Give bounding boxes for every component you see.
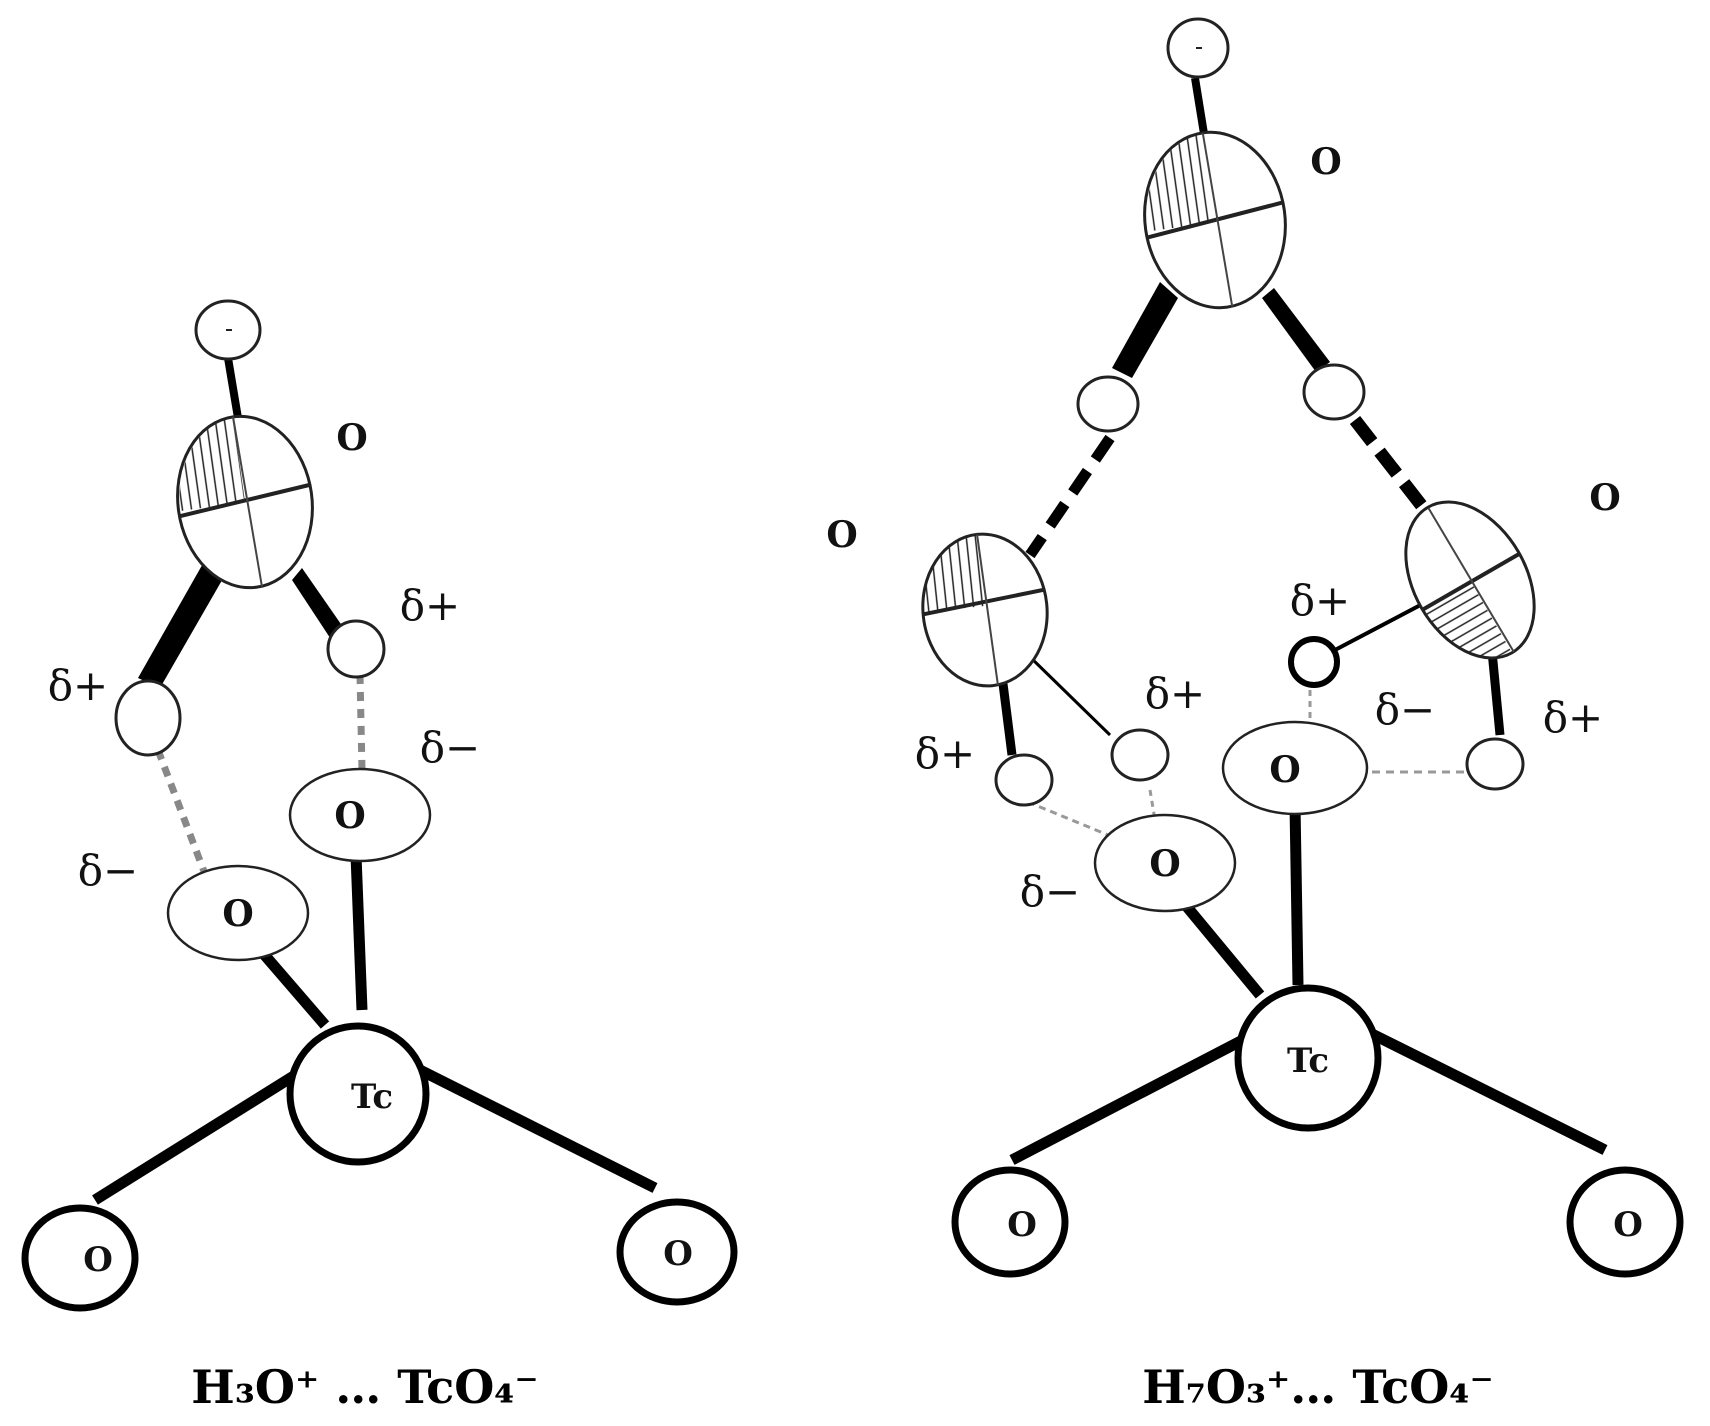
oxygen-atom-r-bottom-right [1566, 1166, 1684, 1278]
oxygen-ellipsoid-left [921, 532, 1049, 688]
label-o-upper-right: O [334, 795, 365, 837]
oxygen-atom-bottom-right [616, 1198, 738, 1306]
bond-tc-o-upper-right [350, 854, 368, 1011]
label-o-bottom-left: O [83, 1240, 113, 1280]
caption-right: H₇O₃⁺… TcO₄⁻ [1142, 1360, 1494, 1414]
bond-tc-o-upper-right-r [1289, 804, 1304, 986]
right-structure: Tc O O O O O O O δ+ δ+ δ+ δ− δ+ δ− H₇O₃⁺… [826, 17, 1684, 1414]
oxygen-atom-bottom-left [21, 1204, 139, 1312]
h-bond-r-upper-right [1349, 416, 1431, 514]
charge-delta-minus-upper-right-o: δ− [420, 723, 480, 772]
oxygen-ellipsoid-right [1404, 500, 1536, 660]
oxygen-ellipsoid-top [1143, 130, 1287, 310]
label-o-r-top: O [1310, 141, 1341, 183]
charge-r-delta-plus-left-1: δ+ [915, 729, 975, 778]
h-bond-left [154, 748, 209, 876]
charge-r-delta-minus-upper-right: δ− [1375, 685, 1435, 734]
label-o-r-right: O [1589, 477, 1620, 519]
bond-left-o-h2 [1026, 653, 1112, 737]
technetium-atom-left [286, 1022, 430, 1166]
bond-top-o-h [1191, 77, 1209, 141]
charge-delta-minus-upper-left-o: δ− [78, 846, 138, 895]
caption-left: H₃O⁺ … TcO₄⁻ [191, 1360, 538, 1414]
charge-r-delta-plus-left-2: δ+ [1145, 669, 1205, 718]
bond-top-o-h-wedge-right [1262, 288, 1330, 372]
label-tc-left: Tc [351, 1077, 393, 1117]
technetium-atom-right [1234, 984, 1382, 1132]
charge-r-delta-minus-upper-left: δ− [1020, 867, 1080, 916]
bond-tc-o-upper-left [257, 948, 330, 1029]
label-o-r-upper-left: O [1149, 843, 1180, 885]
bond-tc-o-upper-left-r [1173, 892, 1265, 999]
bond-top-o-h-wedge-left [1112, 282, 1178, 378]
h-bond-r-1 [1027, 800, 1109, 837]
charge-delta-plus-left-h: δ+ [48, 661, 108, 710]
oxygen-ellipsoid-h3o [176, 414, 314, 590]
label-o-upper-left: O [222, 893, 253, 935]
hydrogen-atom-left [114, 679, 182, 757]
charge-delta-plus-right-h: δ+ [400, 581, 460, 630]
bond-right-o-h1 [1334, 598, 1431, 652]
label-o-h3o: O [336, 417, 367, 459]
h-bond-right [356, 674, 366, 771]
bond-tc-o-bottom-right [409, 1061, 658, 1193]
oxygen-atom-r-upper-right [1221, 720, 1369, 816]
hydrogen-atom-right [326, 619, 386, 679]
hydrogen-r-center [1288, 636, 1340, 688]
bond-o-h-wedge-left [138, 560, 225, 688]
bond-tc-o-bottom-left [92, 1062, 311, 1205]
charge-r-delta-plus-center: δ+ [1290, 576, 1350, 625]
hydrogen-r-upper-left [1076, 375, 1140, 433]
oxygen-atom-upper-left [166, 864, 310, 962]
label-o-r-upper-right: O [1269, 749, 1300, 791]
hydrogen-r-left-2 [1110, 728, 1170, 782]
label-o-bottom-right: O [663, 1234, 693, 1274]
oxygen-atom-upper-right [288, 767, 432, 863]
bond-tc-o-bottom-left-r [1009, 1025, 1265, 1165]
label-o-r-left: O [826, 514, 857, 556]
hydrogen-r-left-1 [994, 753, 1054, 807]
label-tc-right: Tc [1287, 1041, 1329, 1081]
hydrogen-r-right [1465, 737, 1525, 791]
left-structure: Tc O O O O O δ+ δ+ δ− δ− H₃O⁺ … TcO₄⁻ [21, 299, 738, 1414]
oxygen-atom-r-upper-left [1093, 813, 1237, 913]
h-bond-r-upper-left [1025, 434, 1115, 559]
hydrogen-r-upper-right [1302, 363, 1366, 421]
bond-o-h-top [224, 357, 242, 419]
label-o-r-bottom-right: O [1613, 1205, 1643, 1245]
bond-tc-o-bottom-right-r [1361, 1025, 1608, 1155]
oxygen-atom-r-bottom-left [951, 1166, 1069, 1278]
charge-r-delta-plus-right: δ+ [1543, 693, 1603, 742]
label-o-r-bottom-left: O [1007, 1205, 1037, 1245]
